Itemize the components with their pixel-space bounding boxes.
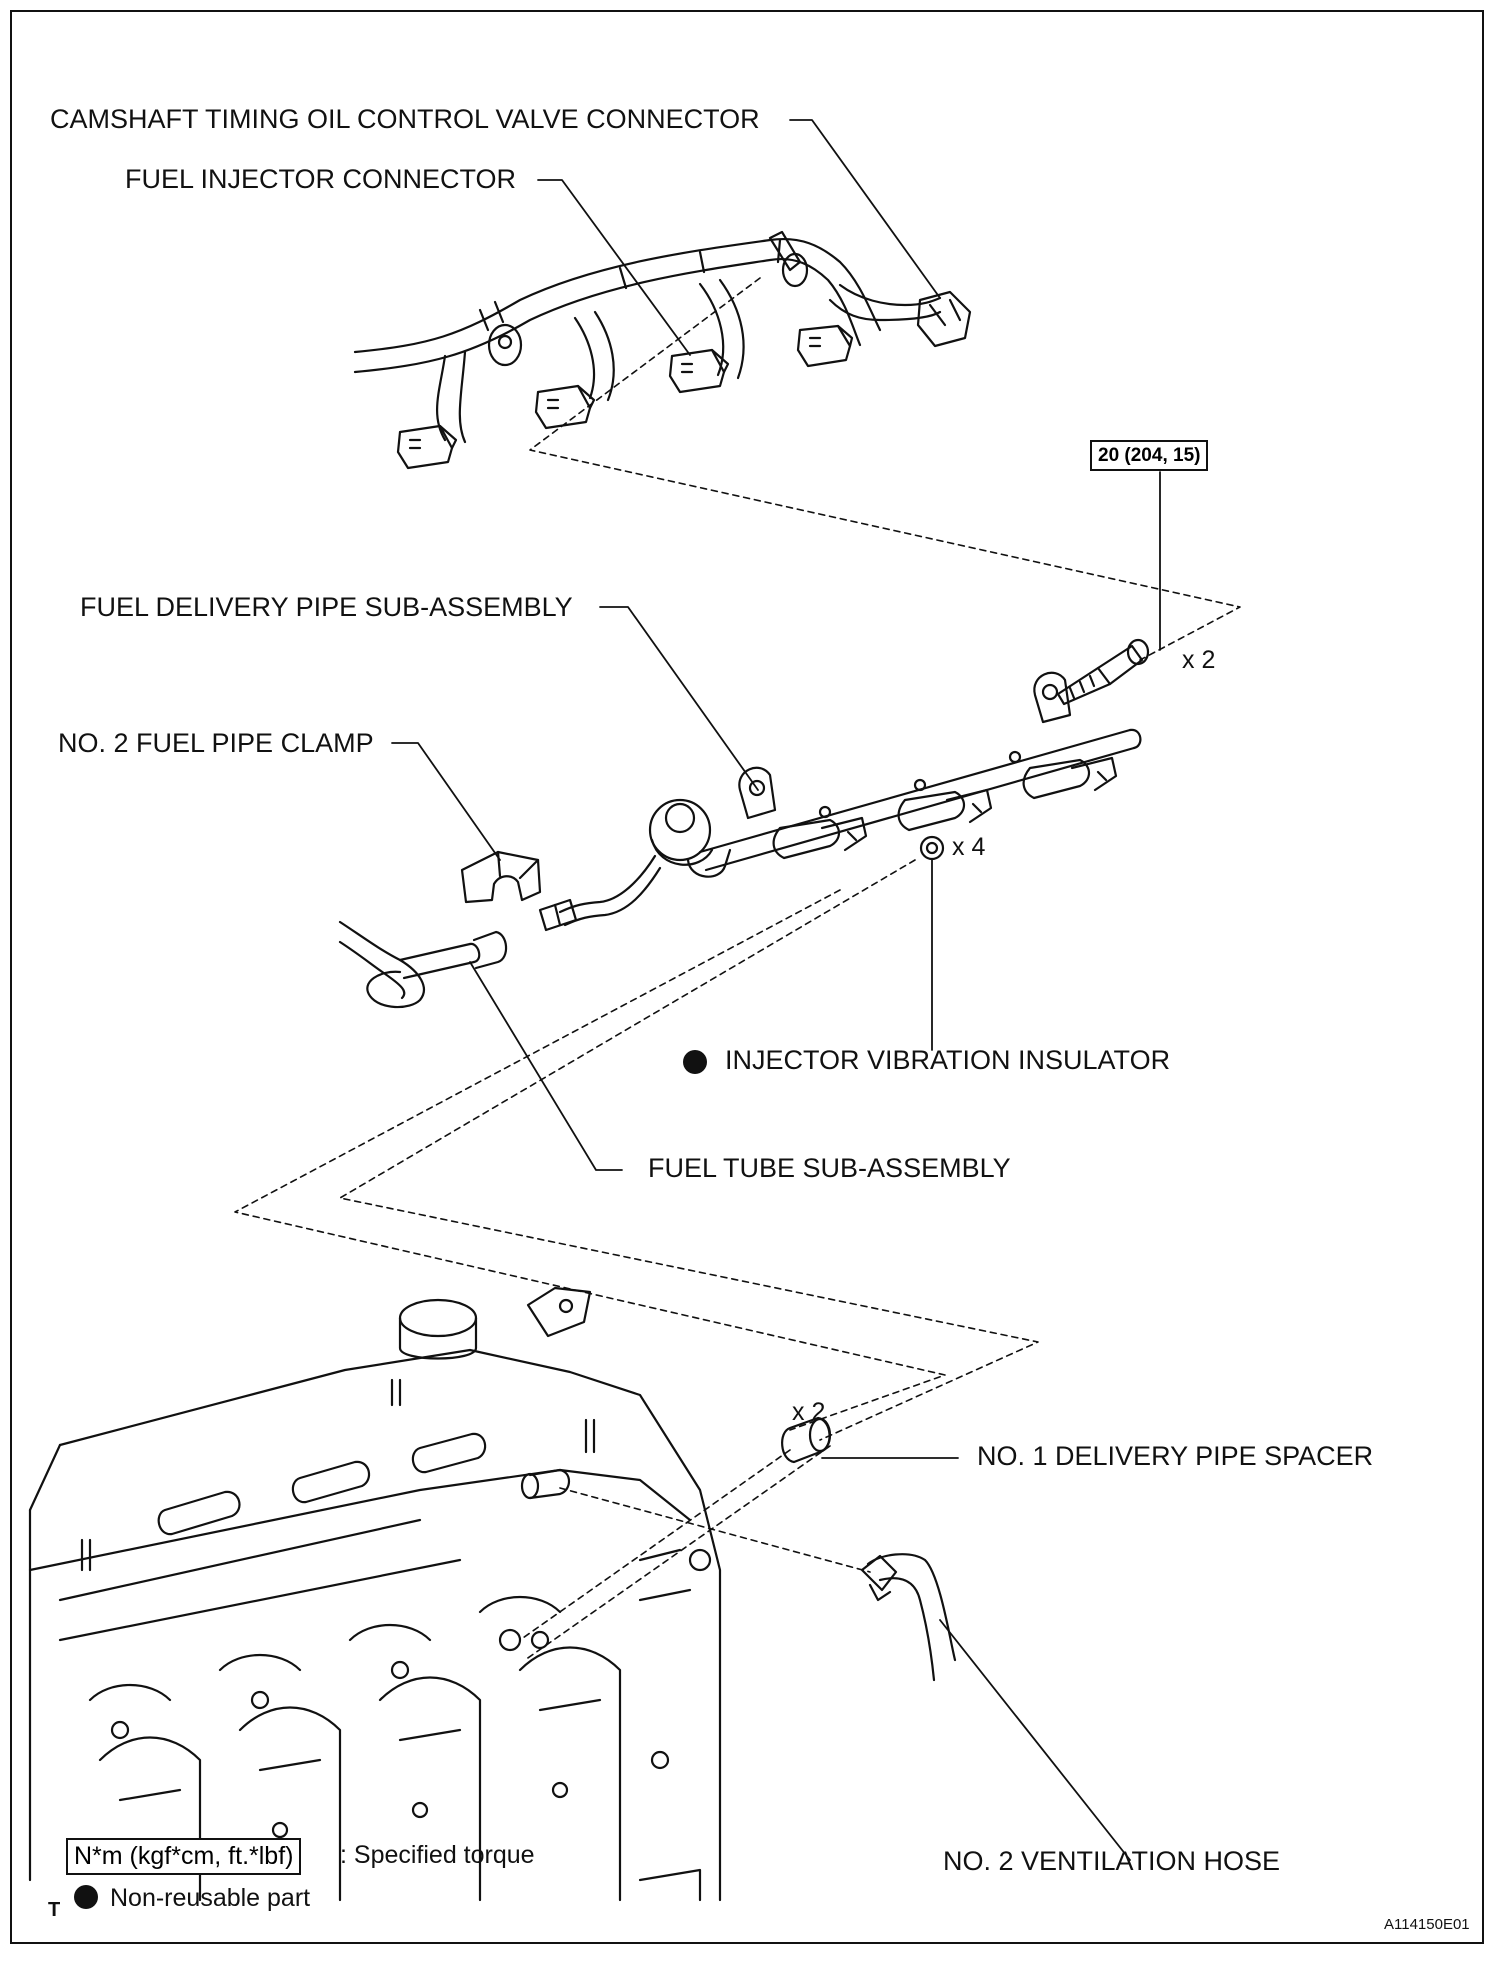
injector-connector-3 xyxy=(668,348,730,394)
legend-torque-units: N*m (kgf*cm, ft.*lbf) xyxy=(66,1838,302,1875)
fuel-delivery-pipe xyxy=(538,671,1142,932)
engine-cylinder-head xyxy=(28,1286,722,1902)
label-ventilation-hose: NO. 2 VENTILATION HOSE xyxy=(943,1846,1281,1876)
injector-connector-4 xyxy=(796,324,854,368)
injector-2 xyxy=(897,788,993,832)
torque-callout: 20 (204, 15) xyxy=(1090,440,1209,471)
qty-spacers: x 2 xyxy=(792,1398,826,1426)
wire-harness xyxy=(353,230,972,470)
diagram-frame xyxy=(10,10,1484,1944)
fuel-tube xyxy=(338,920,508,1009)
injector-3 xyxy=(1022,756,1118,800)
label-fuel-pipe-clamp: NO. 2 FUEL PIPE CLAMP xyxy=(58,728,374,758)
label-fuel-injector-connector: FUEL INJECTOR CONNECTOR xyxy=(125,164,517,194)
delivery-pipe-bolt xyxy=(1056,638,1150,706)
injector-connector-1 xyxy=(396,424,458,470)
legend-marker-letter: T xyxy=(48,1899,61,1921)
alignment-lines xyxy=(234,277,1241,1661)
qty-insulators: x 4 xyxy=(952,833,986,861)
label-delivery-pipe-spacer: NO. 1 DELIVERY PIPE SPACER xyxy=(977,1441,1374,1471)
legend-nonreusable-icon xyxy=(74,1885,98,1909)
figure-code: A114150E01 xyxy=(1384,1916,1470,1933)
qty-bolts: x 2 xyxy=(1182,646,1216,674)
legend-nonreusable-text: Non-reusable part xyxy=(110,1884,311,1912)
label-fuel-tube: FUEL TUBE SUB-ASSEMBLY xyxy=(648,1153,1011,1183)
label-fuel-delivery-pipe: FUEL DELIVERY PIPE SUB-ASSEMBLY xyxy=(80,592,573,622)
leader-lines xyxy=(391,119,1161,1861)
nonreusable-marker-icon xyxy=(683,1050,707,1074)
label-camshaft-connector: CAMSHAFT TIMING OIL CONTROL VALVE CONNEC… xyxy=(50,104,760,134)
label-injector-insulator: INJECTOR VIBRATION INSULATOR xyxy=(725,1045,1171,1075)
camshaft-connector xyxy=(916,290,972,348)
injector-vibration-insulator xyxy=(919,835,945,861)
fuel-pipe-clamp xyxy=(460,850,542,904)
injector-connector-2 xyxy=(534,384,596,430)
legend-torque-desc: : Specified torque xyxy=(340,1841,535,1869)
ventilation-hose xyxy=(860,1553,957,1682)
injector-1 xyxy=(772,816,868,860)
